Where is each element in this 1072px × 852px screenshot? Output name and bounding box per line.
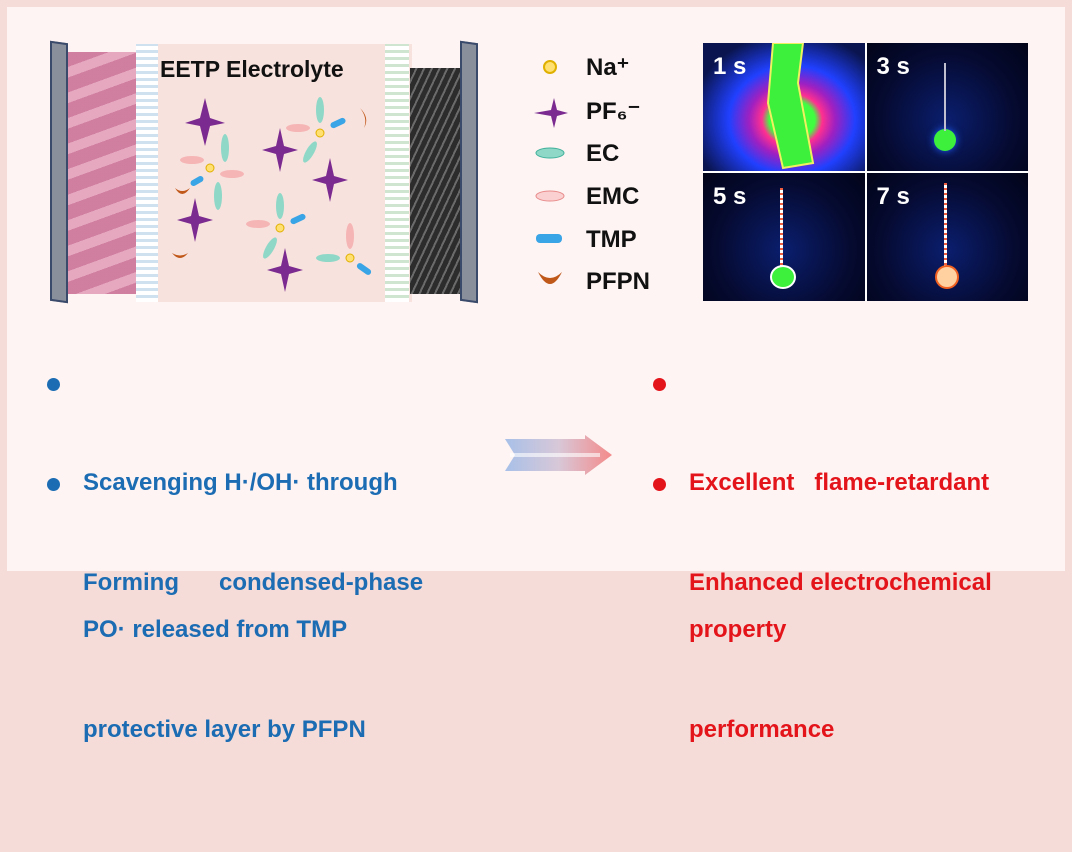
- legend-label: Na⁺: [586, 54, 630, 81]
- pf6-anion: [177, 198, 213, 242]
- outcome-line: Excellent flame-retardant: [689, 469, 990, 496]
- legend-item-pf6: PF₆⁻: [530, 92, 690, 132]
- cathode-layered-structure: [68, 52, 140, 294]
- cathode-current-collector: [50, 40, 68, 304]
- outcome-line: performance: [689, 716, 835, 743]
- legend-label: PFPN: [586, 268, 651, 295]
- anode-hard-carbon: [410, 68, 460, 294]
- frame-time-label: 5 s: [713, 183, 747, 210]
- anode-interphase: [385, 44, 409, 302]
- pf6-anion-icon: [534, 98, 568, 128]
- ec-molecule-icon: [535, 147, 565, 159]
- wick: [780, 188, 783, 268]
- legend-item-emc: EMC: [530, 177, 690, 217]
- flame-test-panel: 1 s 3 s 5 s 7 s: [703, 43, 1028, 301]
- solvation-cluster: [246, 193, 306, 259]
- legend-item-na: Na⁺: [530, 48, 690, 88]
- frame-time-label: 3 s: [876, 53, 910, 80]
- sodium-ion-icon: [543, 60, 557, 74]
- bullet-icon: [47, 478, 60, 491]
- solvation-structures: [172, 97, 372, 292]
- outcome-line: Enhanced electrochemical: [689, 569, 992, 596]
- pfpn-molecule: [172, 253, 188, 258]
- flame-shape: [766, 43, 815, 170]
- mechanism-item-2: Forming condensed-phase protective layer…: [83, 460, 423, 852]
- pfpn-molecule: [175, 188, 190, 194]
- battery-schematic: EETP Electrolyte: [40, 38, 490, 308]
- cathode-interphase: [136, 44, 158, 302]
- mechanism-line: protective layer by PFPN: [83, 716, 366, 743]
- frame-time-label: 1 s: [713, 53, 747, 80]
- solvation-cluster: [180, 134, 244, 210]
- wick: [943, 63, 946, 131]
- electrolyte-region: [150, 44, 412, 302]
- frame-time-label: 7 s: [876, 183, 910, 210]
- legend-item-tmp: TMP: [530, 220, 690, 260]
- solvation-cluster: [286, 97, 346, 163]
- wick: [943, 183, 947, 268]
- pfpn-molecule-icon: [538, 272, 562, 284]
- tmp-molecule-icon: [536, 234, 562, 243]
- legend-label: PF₆⁻: [586, 98, 641, 125]
- mechanism-line: Scavenging H·/OH· through: [83, 469, 398, 496]
- bullet-icon: [653, 378, 666, 391]
- electrolyte-title: EETP Electrolyte: [160, 56, 344, 82]
- legend-label: TMP: [586, 226, 637, 253]
- bullet-icon: [47, 378, 60, 391]
- pf6-anion: [262, 128, 298, 172]
- flame-frame-3s: 3 s: [866, 43, 1028, 171]
- emc-molecule-icon: [535, 190, 565, 202]
- flame-shape: [933, 129, 956, 151]
- flame-shape: [770, 265, 796, 289]
- pfpn-molecule: [360, 108, 367, 128]
- flame-frame-5s: 5 s: [703, 173, 865, 301]
- double-arrow-icon: [505, 435, 612, 475]
- mechanism-line: Forming condensed-phase: [83, 569, 424, 596]
- anode-current-collector: [460, 40, 478, 304]
- legend-item-ec: EC: [530, 134, 690, 174]
- legend-label: EC: [586, 140, 620, 167]
- pf6-anion: [267, 248, 303, 292]
- pf6-anion: [185, 98, 225, 146]
- outcome-item-2: Enhanced electrochemical performance: [689, 460, 992, 852]
- flame-shape: [934, 265, 959, 289]
- pf6-anion: [312, 158, 348, 202]
- flame-frame-1s: 1 s: [703, 43, 865, 171]
- flame-frame-7s: 7 s: [866, 173, 1028, 301]
- bullet-icon: [653, 478, 666, 491]
- solvation-cluster: [316, 223, 372, 275]
- legend-label: EMC: [586, 183, 640, 210]
- legend-item-pfpn: PFPN: [530, 262, 690, 302]
